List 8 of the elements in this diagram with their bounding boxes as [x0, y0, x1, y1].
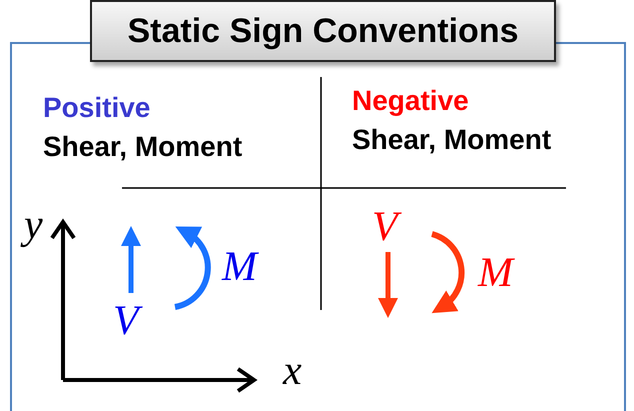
quantity-label: Shear, Moment [43, 133, 242, 161]
moment-label: M [478, 252, 513, 294]
moment-label: M [222, 246, 257, 288]
title-banner: Static Sign Conventions [90, 0, 556, 62]
axis-label: x [283, 350, 302, 392]
positive-heading: Positive [43, 94, 150, 122]
quantity-label: Shear, Moment [352, 126, 552, 154]
negative-heading: Negative [352, 87, 469, 115]
